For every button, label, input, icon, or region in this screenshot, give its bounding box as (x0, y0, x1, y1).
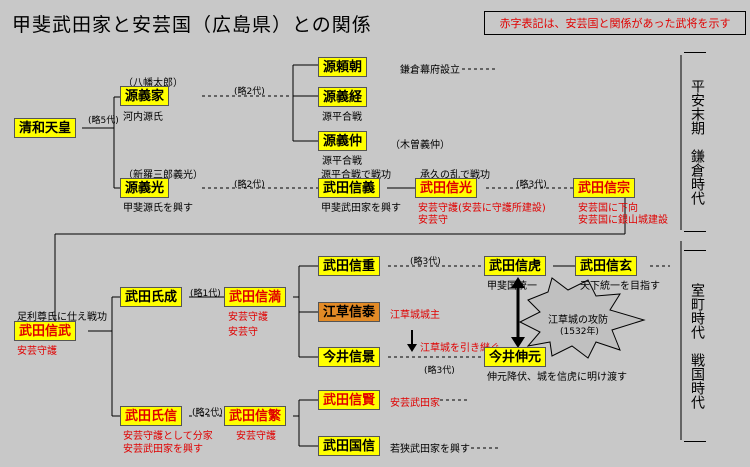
gen-nobumitsu: (略3代) (516, 180, 547, 190)
node-yoshimitsu-note: 甲斐源氏を興す (123, 203, 193, 214)
node-nobumitsu2-note-1: 安芸守護 (228, 312, 268, 323)
node-yoshiie-alias: （八幡太郎） (123, 78, 183, 89)
node-shingen-note: 天下統一を目指す (580, 281, 660, 292)
node-yoritomo-note: 鎌倉幕府設立 (400, 65, 460, 76)
node-ujinobu-note-1: 安芸守護として分家 (123, 431, 213, 442)
gen-seiwa-yoshiie: (略5代) (88, 116, 119, 126)
node-yoshiie-note: 河内源氏 (123, 112, 163, 123)
node-nobushige[interactable]: 武田信重 (318, 256, 381, 276)
node-nobukata-note: 安芸武田家 (390, 398, 440, 409)
node-egusa[interactable]: 江草信泰 (318, 302, 381, 322)
gen-ujinobu: (略2代) (192, 408, 223, 418)
node-yoshinaka-note: 源平合戦 (322, 156, 362, 167)
node-nobumoto[interactable]: 今井伸元 (484, 347, 547, 367)
node-nobukage[interactable]: 今井信景 (318, 347, 381, 367)
node-yoshimitsu-alias: （新羅三郎義光） (123, 170, 203, 181)
gen-nobushige: (略3代) (410, 257, 441, 267)
node-ujinobu-note-2: 安芸武田家を興す (123, 444, 203, 455)
node-yoshiie[interactable]: 源義家 (120, 86, 170, 106)
node-nobutake-note-above: 足利尊氏に仕え戦功 (17, 312, 107, 323)
node-nobushige2[interactable]: 武田信繁 (224, 406, 287, 426)
legend-notice: 赤字表記は、安芸国と関係があった武将を示す (484, 11, 746, 35)
node-yoshitsune-note: 源平合戦 (322, 112, 362, 123)
node-yoshinaka-alias: （木曽義仲） (390, 140, 450, 151)
node-kuninobu-note: 若狭武田家を興す (390, 444, 470, 455)
gen-ujinari: (略1代) (190, 289, 221, 299)
node-nobumune-note-2: 安芸国に銀山城建設 (578, 215, 668, 226)
node-nobuyoshi-note-above: 源平合戦で戦功 (321, 170, 391, 181)
node-yoshitsune[interactable]: 源義経 (318, 87, 368, 107)
node-nobumune[interactable]: 武田信宗 (573, 178, 636, 198)
node-nobumitsu2[interactable]: 武田信満 (224, 287, 287, 307)
node-yoshimitsu[interactable]: 源義光 (120, 178, 170, 198)
era-label-top: 平安末期 鎌倉時代 (684, 52, 706, 232)
gen-nobukage: (略3代) (424, 366, 455, 376)
node-shingen[interactable]: 武田信玄 (575, 256, 638, 276)
node-nobumitsu[interactable]: 武田信光 (415, 178, 478, 198)
event-inherit: 江草城を引き継ぐ (420, 343, 500, 354)
era-label-bottom: 室町時代 戦国時代 (684, 250, 706, 442)
node-nobukata[interactable]: 武田信賢 (318, 390, 381, 410)
node-kuninobu[interactable]: 武田国信 (318, 436, 381, 456)
node-nobumitsu-note-above: 承久の乱で戦功 (420, 170, 490, 181)
gen-yoshiie: (略2代) (234, 87, 265, 97)
node-nobutora[interactable]: 武田信虎 (484, 256, 547, 276)
event-siege: 江草城の攻防 (548, 315, 608, 326)
siege-burst (518, 277, 646, 359)
node-nobuyoshi[interactable]: 武田信義 (318, 178, 381, 198)
node-nobumune-note-1: 安芸国に下向 (578, 203, 638, 214)
node-nobumitsu-note-2: 安芸守 (418, 215, 448, 226)
node-nobutake[interactable]: 武田信武 (14, 321, 77, 341)
node-nobumoto-note: 伸元降伏、城を信虎に明け渡す (487, 372, 627, 383)
gen-yoshimitsu: (略2代) (234, 180, 265, 190)
node-ujinari[interactable]: 武田氏成 (120, 287, 183, 307)
node-ujinobu[interactable]: 武田氏信 (120, 406, 183, 426)
node-seiwa[interactable]: 清和天皇 (14, 118, 77, 138)
node-nobumitsu-note-1: 安芸守護(安芸に守護所建設) (418, 203, 546, 214)
node-nobushige2-note: 安芸守護 (236, 431, 276, 442)
event-siege-year: (1532年) (560, 327, 599, 337)
node-nobutora-note: 甲斐国統一 (487, 281, 537, 292)
node-yoshinaka[interactable]: 源義仲 (318, 131, 368, 151)
node-egusa-note: 江草城城主 (390, 310, 440, 321)
node-nobumitsu2-note-2: 安芸守 (228, 327, 258, 338)
node-nobuyoshi-note: 甲斐武田家を興す (321, 203, 401, 214)
node-nobutake-note: 安芸守護 (17, 346, 57, 357)
node-yoritomo[interactable]: 源頼朝 (318, 57, 368, 77)
page-title: 甲斐武田家と安芸国（広島県）との関係 (12, 14, 372, 36)
